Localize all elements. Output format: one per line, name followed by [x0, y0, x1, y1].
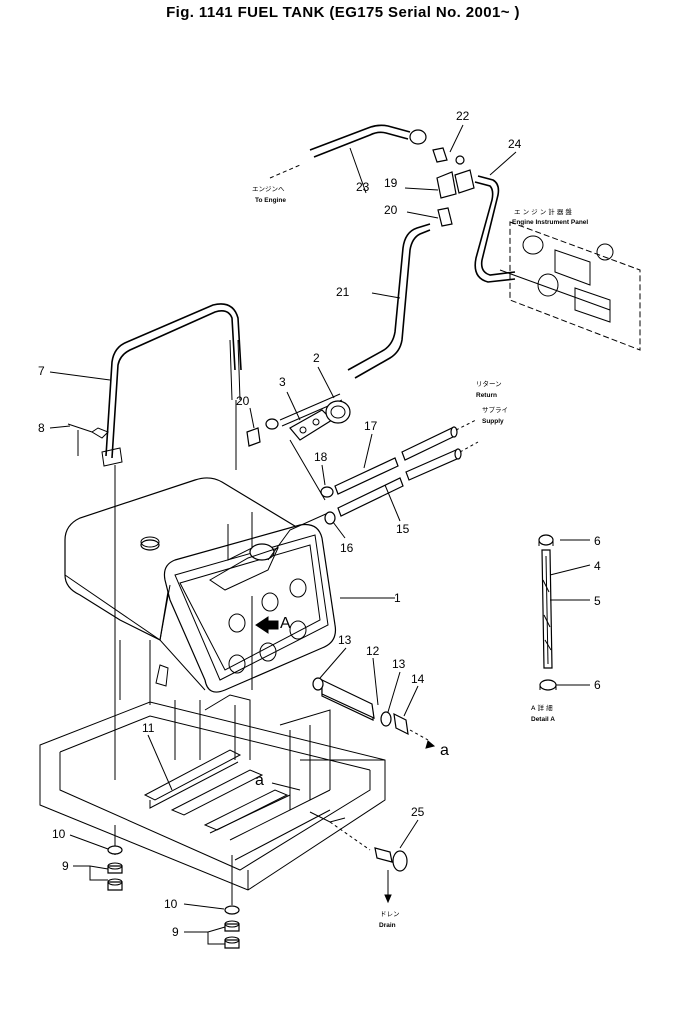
washer-nut-stack-left — [107, 845, 123, 891]
callout-12: 12 — [366, 644, 380, 658]
fuel-hose — [265, 393, 343, 441]
fuel-tank — [64, 477, 337, 693]
callout-16: 16 — [340, 541, 354, 555]
mark-a-drain: a — [440, 742, 449, 759]
callout-5: 5 — [594, 594, 601, 608]
callout-23: 23 — [356, 180, 370, 194]
callout-20-lower: 20 — [236, 394, 250, 408]
callout-10-right: 10 — [164, 897, 178, 911]
hose-lead-line — [289, 439, 326, 501]
callout-21: 21 — [336, 285, 350, 299]
callout-11: 11 — [142, 721, 155, 735]
hose-to-tank-line — [267, 512, 329, 561]
fittings-cluster — [432, 147, 475, 227]
callout-18: 18 — [314, 450, 328, 464]
panel-en: Engine Instrument Panel — [512, 219, 588, 226]
drain-en: Drain — [379, 922, 396, 929]
callout-9-right: 9 — [172, 925, 179, 939]
pipe-return-21 — [347, 223, 431, 379]
elbow-fitting-lower — [246, 427, 261, 447]
tank-support-rail — [143, 749, 291, 834]
return-jp: リターン — [476, 379, 502, 388]
callout-15: 15 — [396, 522, 410, 536]
callout-20-top: 20 — [384, 203, 398, 217]
pipe-24 — [474, 175, 516, 283]
tank-band — [101, 303, 242, 470]
detail-a-en: Detail A — [531, 716, 555, 723]
callout-4: 4 — [594, 559, 601, 573]
pipe-to-engine — [309, 124, 427, 158]
callout-9-left: 9 — [62, 859, 69, 873]
callout-6-bottom: 6 — [594, 678, 601, 692]
leader-lines — [49, 124, 591, 945]
callout-17: 17 — [364, 419, 378, 433]
annotations: エンジンへ To Engine エ ン ジ ン 計 器 盤 Engine Ins… — [252, 185, 588, 929]
drain-valve — [329, 821, 408, 904]
mark-a-frame: a — [255, 772, 264, 789]
figure-title: Fig. 1141 FUEL TANK (EG175 Serial No. 20… — [166, 4, 520, 21]
callout-14: 14 — [411, 672, 425, 686]
to-engine-leader — [269, 164, 301, 179]
supply-pipe — [337, 448, 462, 517]
supply-en: Supply — [482, 418, 504, 425]
panel-jp: エ ン ジ ン 計 器 盤 — [514, 207, 572, 216]
to-engine-en: To Engine — [255, 197, 286, 204]
callout-2: 2 — [313, 351, 320, 365]
drain-pipe — [312, 677, 436, 749]
callout-8: 8 — [38, 421, 45, 435]
callout-numbers: 1 2 3 4 5 6 6 7 8 9 9 10 10 11 12 13 13 … — [38, 109, 601, 939]
detail-a-jp: A 詳 細 — [531, 703, 553, 712]
bolt — [67, 423, 109, 439]
return-supply-leaders — [455, 419, 479, 453]
callout-22: 22 — [456, 109, 470, 123]
drain-jp: ドレン — [380, 910, 400, 918]
return-pipe — [334, 426, 458, 495]
callout-19: 19 — [384, 176, 398, 190]
callout-1: 1 — [394, 591, 401, 605]
to-engine-jp: エンジンへ — [252, 185, 285, 193]
callout-13-right: 13 — [392, 657, 406, 671]
gasket-18 — [320, 486, 334, 498]
callout-25: 25 — [411, 805, 425, 819]
callout-3: 3 — [279, 375, 286, 389]
view-arrow-a: A — [255, 615, 291, 634]
callout-13-left: 13 — [338, 633, 352, 647]
callout-7: 7 — [38, 364, 45, 378]
supply-jp: サプライ — [482, 406, 508, 414]
return-en: Return — [476, 392, 497, 399]
gasket-16 — [324, 511, 336, 525]
callout-10-left: 10 — [52, 827, 66, 841]
engine-instrument-panel — [499, 221, 641, 351]
hose-clamp — [325, 400, 351, 424]
base-frame — [39, 640, 386, 905]
svg-text:A: A — [280, 615, 291, 632]
callout-24: 24 — [508, 137, 522, 151]
detail-a-sight-gauge — [538, 534, 557, 691]
callout-6-top: 6 — [594, 534, 601, 548]
washer-nut-stack-right — [224, 905, 240, 949]
